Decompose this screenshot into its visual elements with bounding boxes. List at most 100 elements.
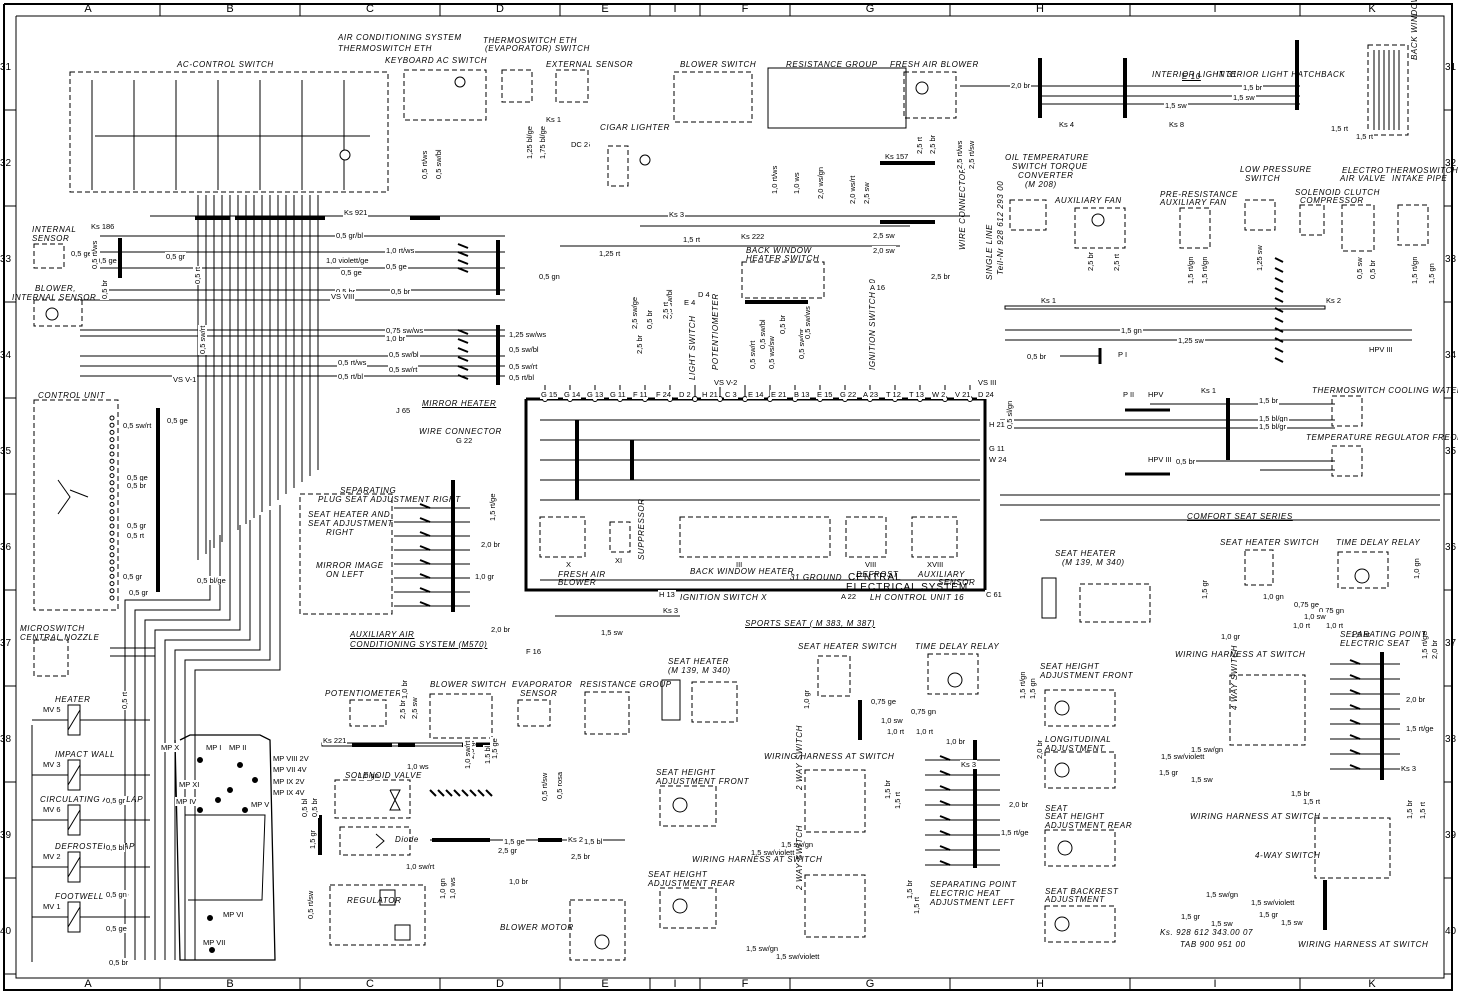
measuring-point-dot (242, 807, 248, 813)
wire-label: 0,5 sw/rt (122, 421, 153, 430)
grid-row-label: 38 (1445, 734, 1457, 745)
wire-label: 2,0 ws/gn (816, 165, 825, 200)
thermoswitch-eth-label: THERMOSWITCH ETH (483, 36, 578, 45)
wire-label: 1,5 bl/gn (1258, 414, 1289, 423)
connector-ks221: Ks 221 (322, 736, 348, 745)
plug-pin (419, 601, 431, 607)
thermoswitch-eth-label: THERMOSWITCH ETH (338, 44, 433, 53)
wire-label: 0,5 br (1368, 258, 1377, 280)
low-pressure-1-label: LOW PRESSURE (1240, 165, 1312, 174)
solenoid-clutch-1-label: SOLENOID CLUTCH (1295, 188, 1381, 197)
resistance-group-bottom-label: RESISTANCE GROUP (580, 680, 672, 689)
mp-vii-label: MP VII (202, 938, 227, 947)
plug-pin (1349, 734, 1361, 740)
wire-label: 0,5 sw/rt (388, 365, 419, 374)
wire-label: 1,0 sw/rt (405, 862, 436, 871)
seat-heater-switch-sports-box (817, 655, 851, 697)
wire-label: 1,5 rt/ge (1000, 828, 1030, 837)
valve-symbol (67, 804, 81, 836)
component-symbols (45, 50, 1400, 961)
relay-x-label: X (565, 560, 573, 569)
wire-label: 1,5 sw (1280, 918, 1304, 927)
wire-label: 2,5 rt (915, 135, 924, 155)
wiring-harness-3-label: WIRING HARNESS AT SWITCH (1190, 812, 1321, 821)
relay-iii-label: III (735, 560, 744, 569)
pre-resistance-1-label: PRE-RESISTANCE (1160, 190, 1239, 199)
light-switch-label: LIGHT SWITCH (688, 315, 697, 380)
wire-label: 0,5 ge (105, 924, 128, 933)
mp-vii4-label: MP VII 4V (272, 765, 308, 774)
wire-label: 1,5 sw/violett (750, 848, 796, 857)
wire-label: 1,5 sw/gn (1205, 890, 1240, 899)
seat-height-rear-comfort-box (1044, 829, 1116, 867)
wire-label: 2,0 br (1430, 638, 1439, 660)
terminal (109, 530, 115, 536)
blower-switch-bottom-box (429, 693, 493, 739)
central-electrical-2-label: ELECTRICAL SYSTEM (846, 582, 969, 593)
wire-label: 0,5 sw (1355, 256, 1364, 280)
mirror-image-2-label: ON LEFT (326, 570, 364, 579)
wire-label: 0,5 br (126, 481, 148, 490)
central-terminal-label: E 21 (770, 390, 788, 399)
control-unit-label: CONTROL UNIT (38, 391, 106, 400)
wire-label: 1,5 sw (1190, 775, 1214, 784)
plug-pin (457, 259, 469, 265)
regulator-chip (379, 889, 396, 906)
time-delay-relay-sports-label: TIME DELAY RELAY (915, 642, 1000, 651)
wire-label: 0,5 ge (95, 256, 118, 265)
wire-label: 0,5 rt/ws (420, 149, 429, 180)
seat-height-front-comfort-1-label: SEAT HEIGHT (1040, 662, 1100, 671)
connector-g11: W 24 (988, 455, 1008, 464)
plug-pin (457, 365, 469, 371)
grid-row-label: 39 (1445, 830, 1457, 841)
control-unit-box (33, 399, 119, 611)
seat-heater-right-1-label: SEAT HEATER AND (308, 510, 391, 519)
seat-height-front-sports-1-label: SEAT HEIGHT (656, 768, 716, 777)
grid-column-label: D (496, 978, 504, 990)
wire-label: 0,5 br (108, 958, 130, 967)
seat-heater-switch-comfort-label: SEAT HEATER SWITCH (1220, 538, 1319, 547)
measuring-point-dot (207, 915, 213, 921)
connector-d4: D 4 (697, 290, 711, 299)
blower-internal-2-label: INTERNAL SENSOR (12, 293, 97, 302)
plug-pin (1274, 327, 1284, 333)
wire-label: 1,0 br (508, 877, 530, 886)
grid-column-label: C (366, 978, 374, 990)
seat-height-rear-sports-box (659, 887, 717, 929)
wire-label: 1,5 rt (912, 895, 921, 915)
wire-label: 1,0 gn (1262, 592, 1285, 601)
connector-p1: HPV (1147, 390, 1165, 399)
fresh-air-blower-top-label: FRESH AIR BLOWER (890, 60, 979, 69)
plug-pin (457, 356, 469, 362)
grid-column-label: K (1368, 3, 1376, 15)
seat-heater-sports-2-label: (M 139, M 340) (668, 666, 731, 675)
regulator-box (329, 884, 426, 946)
indicator-lamp (454, 76, 466, 88)
seat-backrest-1-label: SEAT BACKREST (1045, 887, 1119, 896)
electro-air-valve-1-label: ELECTRO (1342, 166, 1384, 175)
valve-symbol (67, 759, 81, 791)
auxiliary-sensor-1-label: AUXILIARY (918, 570, 965, 579)
wire-label: 1,5 rt/gn (1018, 670, 1027, 700)
motor-icon (1054, 700, 1070, 716)
terminal (109, 509, 115, 515)
wire-label: 1,5 rt (1418, 800, 1427, 820)
terminal (109, 545, 115, 551)
motor-icon (672, 797, 688, 813)
seat-heater-comfort-2-label: (M 139, M 340) (1062, 558, 1125, 567)
wire-label: 1,25 sw/ws (508, 330, 548, 339)
wire-label: 0,5 gn (105, 890, 128, 899)
connector-vsiii: VS V-2 (713, 378, 739, 387)
plug-pin (939, 845, 951, 851)
wire-label: 1,0 br (945, 737, 967, 746)
valve-label: MV 1 (42, 902, 62, 911)
wire-label: 1,5 gr (1158, 768, 1180, 777)
valve-label: MV 6 (42, 805, 62, 814)
oil-temp-3-label: CONVERTER (1018, 171, 1074, 180)
harness-wire (194, 505, 281, 960)
connector-ks222: Ks 222 (567, 835, 593, 844)
plug-pin (1274, 257, 1284, 263)
internal-sensor-box (33, 243, 65, 269)
wire-label: 2,5 rt (661, 300, 670, 320)
grid-row-label: 32 (0, 158, 12, 169)
